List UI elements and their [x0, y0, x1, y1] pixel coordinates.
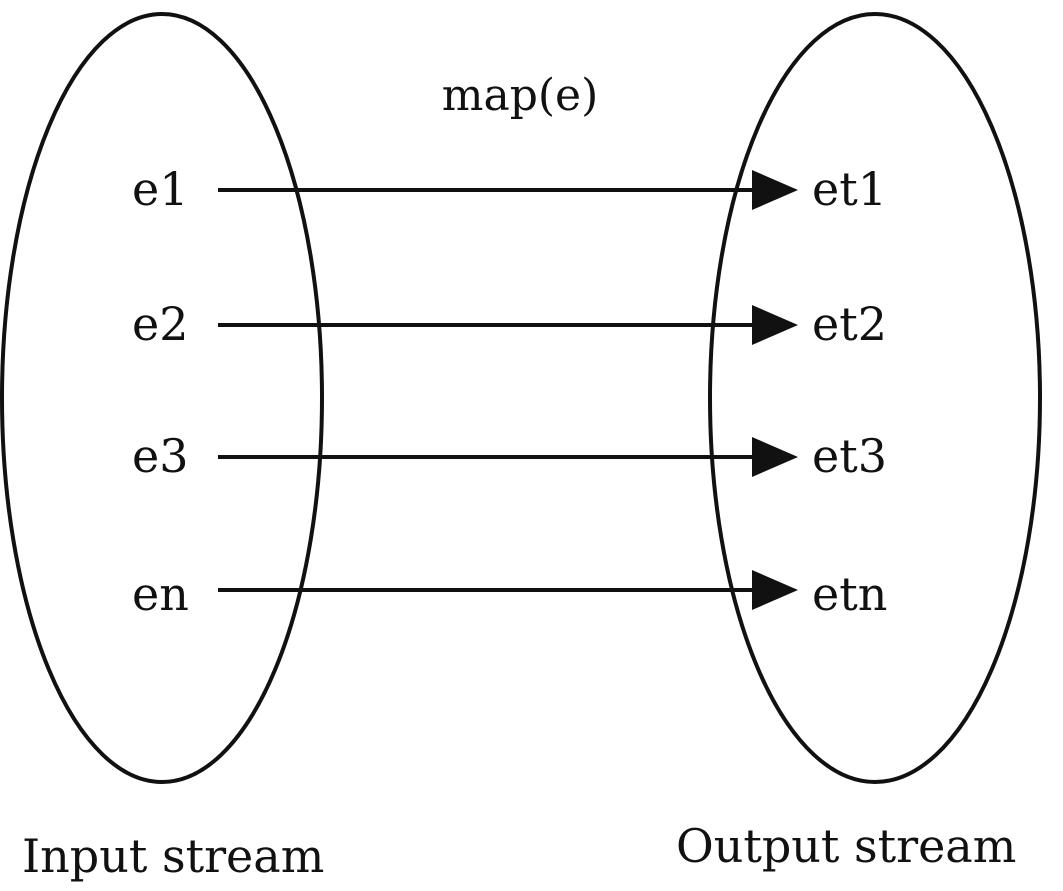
input-element: e2	[132, 297, 189, 351]
map-arrow	[218, 570, 798, 610]
arrowhead-icon	[752, 437, 798, 477]
output-element: etn	[812, 567, 887, 621]
arrowhead-icon	[752, 170, 798, 210]
input-stream-ellipse	[0, 12, 324, 784]
input-element: en	[132, 567, 189, 621]
output-stream-caption: Output stream	[676, 819, 1016, 873]
output-stream-ellipse	[708, 12, 1042, 784]
input-element: e3	[132, 429, 189, 483]
output-element: et2	[812, 297, 887, 351]
map-function-label: map(e)	[442, 70, 599, 121]
input-stream-caption: Input stream	[22, 829, 324, 883]
input-element: e1	[132, 162, 189, 216]
output-element: et3	[812, 429, 887, 483]
arrowhead-icon	[752, 305, 798, 345]
map-arrow	[218, 437, 798, 477]
map-arrow	[218, 170, 798, 210]
map-arrow	[218, 305, 798, 345]
output-element: et1	[812, 162, 887, 216]
arrowhead-icon	[752, 570, 798, 610]
